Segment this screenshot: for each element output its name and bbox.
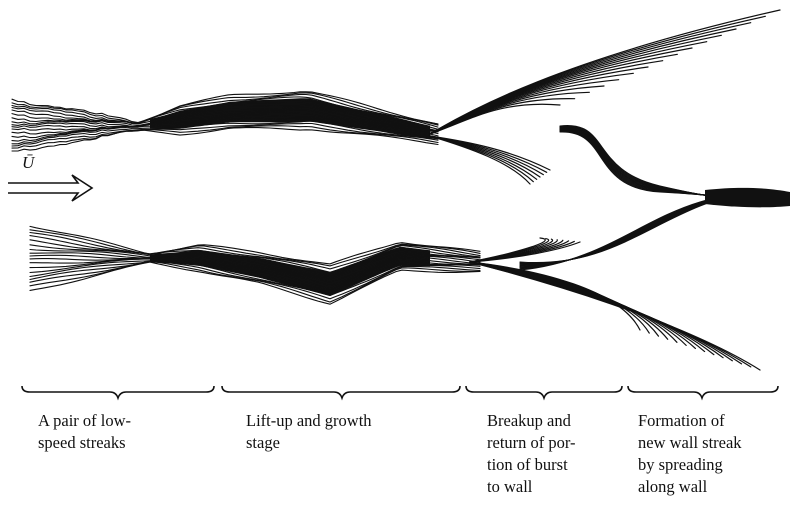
streak-filament [470,262,668,339]
streak-filament [470,262,649,333]
stage-caption-low-speed-streaks: A pair of low- speed streaks [38,410,208,454]
lower-streak [30,226,760,370]
streak-filament [470,262,658,336]
streak-filament [430,54,677,134]
streak-filament [470,262,714,355]
streak-filament [470,262,705,352]
stage-brackets [22,386,778,398]
streak-filament [470,262,686,345]
stage-bracket-1 [22,386,214,398]
streak-filament [470,262,677,342]
stage-caption-lift-up: Lift-up and growth stage [246,410,446,454]
flow-velocity-label: Ū [22,153,36,172]
stage-bracket-3 [466,386,622,398]
streak-filament [430,10,780,134]
streak-filament [560,126,785,198]
flow-direction-arrow [8,175,92,201]
streak-filament [470,262,695,348]
stage-caption-breakup: Breakup and return of por- tion of burst… [487,410,617,498]
streak-filament [470,262,760,370]
streak-filament [470,262,723,358]
streak-filament [430,61,663,134]
stage-caption-new-wall-streak: Formation of new wall streak by spreadin… [638,410,788,498]
upper-streak [12,10,780,184]
streak-core [705,188,790,207]
stage-bracket-4 [628,386,778,398]
stage-bracket-2 [222,386,460,398]
streak-filament [430,42,707,134]
streak-filament [470,262,640,330]
streak-filament [430,73,633,134]
